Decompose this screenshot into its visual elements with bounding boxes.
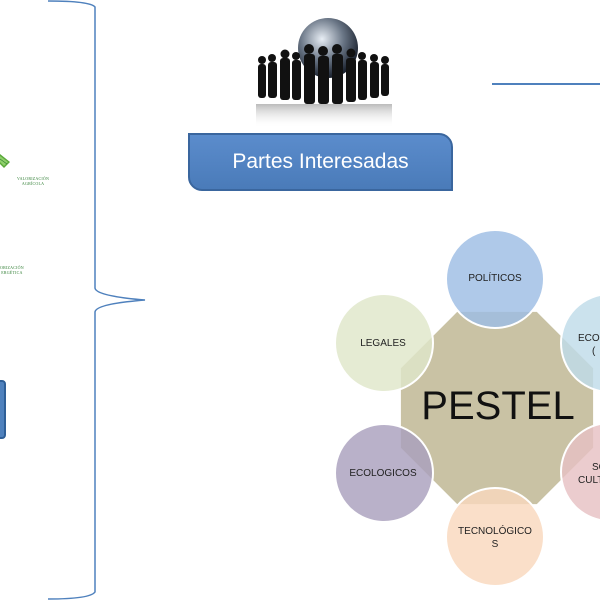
factor-circle-ecologicos[interactable] <box>334 423 434 523</box>
factor-circle-legales[interactable] <box>334 293 434 393</box>
left-blue-box <box>0 380 6 439</box>
agricultural-valorization-icon <box>0 150 16 170</box>
pestel-center-shape <box>400 311 594 505</box>
thumb-label-agricola: VALORIZACIÓN AGRÍCOLA <box>17 176 50 186</box>
factor-circle-socioculturales[interactable] <box>560 423 600 521</box>
curly-brace <box>47 0 146 600</box>
factor-circle-economicos[interactable] <box>560 294 600 392</box>
stakeholders-box[interactable]: Partes Interesadas <box>188 133 453 191</box>
factor-label-ecologicos: ECOLOGICOS <box>349 468 417 479</box>
factor-circle-politicos[interactable] <box>445 229 545 329</box>
factor-label-legales: LEGALES <box>360 338 406 349</box>
stakeholders-title: Partes Interesadas <box>232 150 409 173</box>
pestel-center-label: PESTEL <box>421 384 575 428</box>
factor-label-economicos: ECO ( <box>578 333 600 357</box>
people-globe-icon <box>230 8 420 133</box>
connector-line <box>492 83 600 85</box>
factor-circle-tecnologicos[interactable] <box>445 487 545 587</box>
factor-label-tecnologicos: TECNOLÓGICO S <box>458 526 532 550</box>
factor-label-politicos: POLÍTICOS <box>468 273 522 284</box>
thumb-label-energetica: ORIZACIÓN ERGÉTICA <box>0 265 24 275</box>
